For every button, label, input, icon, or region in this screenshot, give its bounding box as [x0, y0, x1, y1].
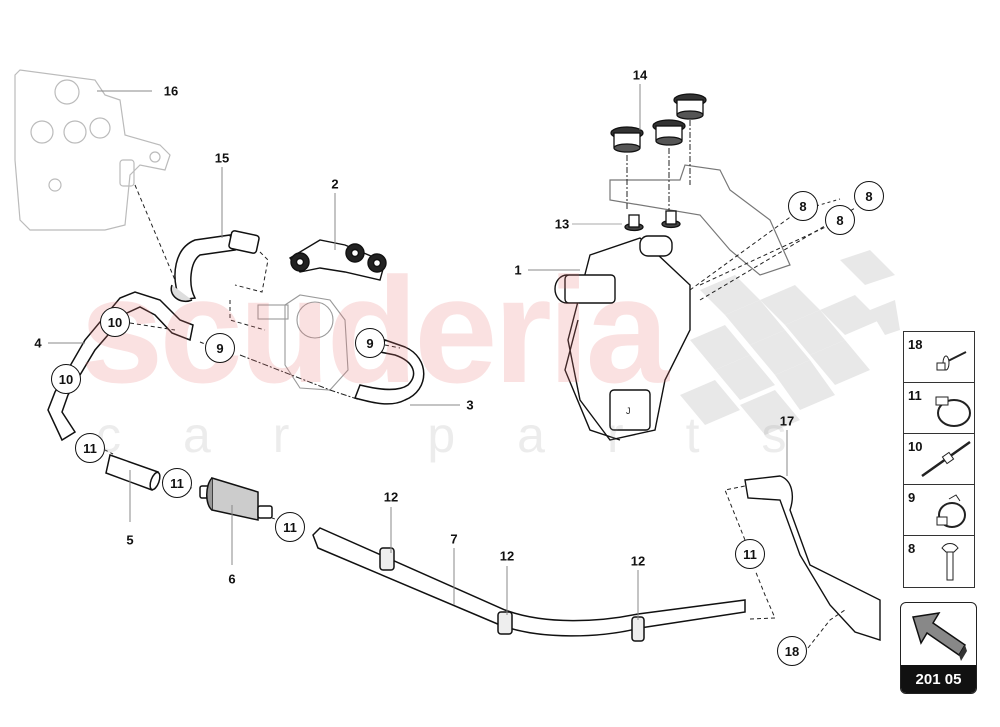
legend-num: 18: [908, 337, 923, 352]
air-pump-part-1: J: [554, 235, 691, 441]
callout-14[interactable]: 14: [632, 67, 648, 83]
callout-3[interactable]: 3: [466, 397, 474, 413]
spring-clamp-icon: [936, 494, 966, 528]
duct-part-17: [744, 475, 881, 641]
circled-callout-11[interactable]: 11: [75, 433, 105, 463]
hose-clamp-icon: [935, 396, 971, 427]
legend-num: 10: [908, 439, 923, 454]
hose-part-15: [170, 230, 260, 302]
diagram-code: 201 05: [901, 665, 976, 693]
circled-callout-18[interactable]: 18: [777, 636, 807, 666]
circled-callout-8[interactable]: 8: [788, 191, 818, 221]
hose-part-5: [105, 454, 161, 491]
legend-item-spring-clamp[interactable]: 9: [904, 485, 974, 536]
legend-num: 11: [908, 388, 922, 403]
callout-7[interactable]: 7: [450, 531, 458, 547]
spacers-part-13: [624, 210, 681, 232]
previous-diagram-button[interactable]: 201 05: [900, 602, 977, 694]
fastener-legend: 18 11 10 9 8: [903, 331, 975, 588]
hose-part-3: [354, 339, 425, 405]
circled-callout-11[interactable]: 11: [162, 468, 192, 498]
circled-callout-11[interactable]: 11: [735, 539, 765, 569]
circled-callout-9[interactable]: 9: [355, 328, 385, 358]
legend-item-cable-tie[interactable]: 10: [904, 434, 974, 485]
screw-icon: [941, 543, 959, 581]
cable-tie-icon: [921, 440, 971, 478]
hose-part-7: [312, 527, 746, 642]
callout-4[interactable]: 4: [34, 335, 42, 351]
rivet-icon: [936, 351, 967, 371]
legend-item-rivet[interactable]: 18: [904, 332, 974, 383]
pump-assembly: [257, 294, 349, 391]
circled-callout-10[interactable]: 10: [51, 364, 81, 394]
callout-5[interactable]: 5: [126, 532, 134, 548]
svg-text:J: J: [626, 406, 631, 416]
legend-item-screw[interactable]: 8: [904, 536, 974, 587]
grommets-part-14: [610, 93, 707, 153]
intake-manifold-part-16: [14, 69, 171, 231]
bracket-part-2: [288, 239, 387, 281]
circled-callout-8[interactable]: 8: [854, 181, 884, 211]
callout-12b[interactable]: 12: [499, 548, 515, 564]
arrow-up-left-icon: [912, 612, 967, 661]
circled-callout-11[interactable]: 11: [275, 512, 305, 542]
callout-17[interactable]: 17: [779, 413, 795, 429]
legend-num: 9: [908, 490, 916, 505]
callout-6[interactable]: 6: [228, 571, 236, 587]
callout-12c[interactable]: 12: [630, 553, 646, 569]
callout-15[interactable]: 15: [214, 150, 230, 166]
checkered-flag-watermark: [680, 250, 900, 435]
circled-callout-9[interactable]: 9: [205, 333, 235, 363]
callout-2[interactable]: 2: [331, 176, 339, 192]
circled-callout-8[interactable]: 8: [825, 205, 855, 235]
callout-12a[interactable]: 12: [383, 489, 399, 505]
filter-part-6: [199, 476, 273, 521]
callout-13[interactable]: 13: [554, 216, 570, 232]
legend-item-hose-clamp[interactable]: 11: [904, 383, 974, 434]
legend-num: 8: [908, 541, 916, 556]
callout-1[interactable]: 1: [514, 262, 522, 278]
hose-part-4: [47, 291, 194, 442]
circled-callout-10[interactable]: 10: [100, 307, 130, 337]
callout-16[interactable]: 16: [163, 83, 179, 99]
mount-bracket: [609, 164, 791, 276]
